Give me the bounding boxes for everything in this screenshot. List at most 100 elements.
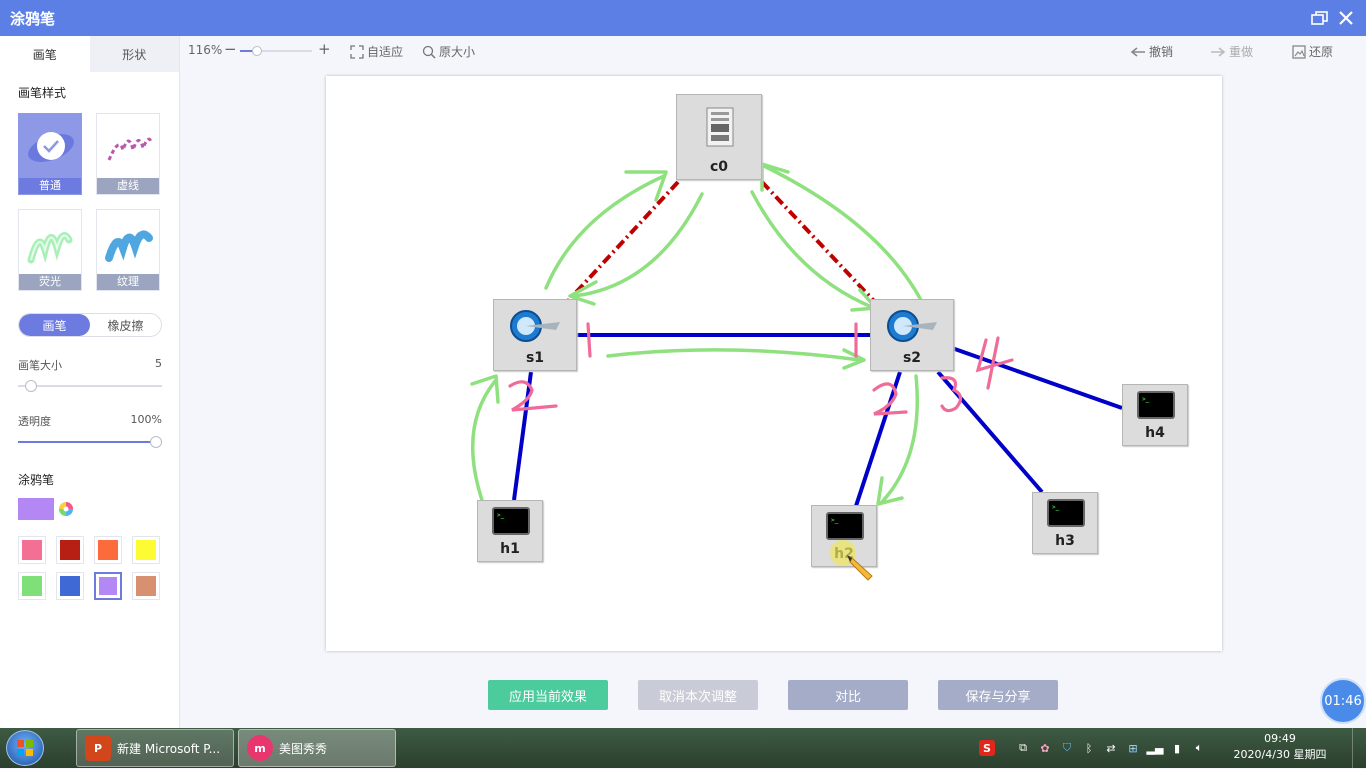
brush-size-knob[interactable] xyxy=(24,380,37,392)
brush-highlighter-label: 荧光 xyxy=(19,274,81,290)
brush-style-label: 画笔样式 xyxy=(18,86,67,100)
image-restore-icon xyxy=(1292,44,1306,59)
node-h1[interactable]: >_ h1 xyxy=(477,500,543,562)
palette-color-swatch[interactable] xyxy=(132,536,160,564)
hand-drawn-numbers xyxy=(508,322,1014,416)
host-terminal-icon: >_ xyxy=(1047,499,1085,527)
opacity-row: 透明度 100% xyxy=(18,413,162,429)
taskbar-app-powerpoint[interactable]: P 新建 Microsoft P... xyxy=(76,729,234,767)
brush-dashed-label: 虚线 xyxy=(97,178,159,194)
clock-date: 2020/4/30 星期四 xyxy=(1233,748,1327,761)
restore-label: 还原 xyxy=(1309,45,1334,59)
host-terminal-icon: >_ xyxy=(826,512,864,540)
palette-color-swatch[interactable] xyxy=(56,572,84,600)
zoom-out-icon[interactable]: − xyxy=(224,40,237,58)
link-s2-h2 xyxy=(854,371,902,507)
taskbar-app-label: 新建 Microsoft P... xyxy=(117,741,221,756)
zoom-fill xyxy=(240,50,255,52)
taskbar: P 新建 Microsoft P... m 美图秀秀 S ⧉ ✿ ⛉ ᛒ ⇄ ⊞… xyxy=(0,728,1366,768)
palette-color-swatch[interactable] xyxy=(132,572,160,600)
palette-color-fill xyxy=(98,540,118,560)
zoom-in-icon[interactable]: + xyxy=(318,40,331,58)
opacity-label: 透明度 xyxy=(18,415,51,428)
taskbar-clock[interactable]: 09:49 2020/4/30 星期四 xyxy=(1232,731,1328,763)
original-size-button[interactable]: 原大小 xyxy=(422,43,475,60)
title-bar: 涂鸦笔 xyxy=(0,0,1366,36)
fit-screen-icon xyxy=(350,44,364,59)
switch-icon xyxy=(887,310,937,342)
bluetooth-icon[interactable]: ᛒ xyxy=(1085,741,1093,755)
taskbar-app-meitu[interactable]: m 美图秀秀 xyxy=(238,729,396,767)
palette-color-fill xyxy=(22,576,42,596)
mode-brush-button[interactable]: 画笔 xyxy=(19,314,90,336)
palette-color-swatch[interactable] xyxy=(18,572,46,600)
node-s1[interactable]: s1 xyxy=(493,299,577,371)
highlighter-brush-icon xyxy=(27,232,73,264)
opacity-slider[interactable] xyxy=(18,436,162,448)
save-share-button[interactable]: 保存与分享 xyxy=(938,680,1058,710)
network-sync-icon[interactable]: ⇄ xyxy=(1106,741,1116,755)
zoom-knob[interactable] xyxy=(252,46,263,56)
show-desktop-button[interactable] xyxy=(1352,728,1366,768)
mode-eraser-button[interactable]: 橡皮擦 xyxy=(107,318,144,333)
brush-sidebar: 画笔 形状 画笔样式 普通 虚线 荧光 xyxy=(0,36,180,728)
svg-text:>_: >_ xyxy=(1052,504,1060,511)
opacity-knob[interactable] xyxy=(150,436,162,448)
tab-brush[interactable]: 画笔 xyxy=(0,36,90,72)
drawing-canvas[interactable]: c0 s1 s2 >_ h1 >_ h2 >_ h3 >_ h4 xyxy=(326,76,1222,651)
node-c0[interactable]: c0 xyxy=(676,94,762,180)
window-title: 涂鸦笔 xyxy=(10,9,56,28)
node-h4[interactable]: >_ h4 xyxy=(1122,384,1188,446)
link-s1-h1 xyxy=(512,371,533,501)
recording-timer[interactable]: 01:46 xyxy=(1320,678,1366,724)
palette-color-swatch[interactable] xyxy=(56,536,84,564)
switch-icon xyxy=(510,310,560,342)
undo-button[interactable]: 撤销 xyxy=(1130,43,1173,60)
apply-effect-button[interactable]: 应用当前效果 xyxy=(488,680,608,710)
link-s2-h4 xyxy=(951,346,1123,410)
palette-color-swatch[interactable] xyxy=(94,572,122,600)
control-link-c0-s2 xyxy=(760,180,876,303)
tab-shape[interactable]: 形状 xyxy=(89,36,179,72)
palette-color-fill xyxy=(99,577,117,595)
brush-highlighter[interactable]: 荧光 xyxy=(18,209,82,291)
signal-icon[interactable]: ▂▄ xyxy=(1146,741,1164,755)
redo-button[interactable]: 重做 xyxy=(1210,43,1253,60)
restore-button[interactable]: 还原 xyxy=(1292,43,1333,60)
brush-cursor-icon xyxy=(847,555,873,581)
palette-color-swatch[interactable] xyxy=(18,536,46,564)
cancel-adjust-button[interactable]: 取消本次调整 xyxy=(638,680,758,710)
brush-normal[interactable]: 普通 xyxy=(18,113,82,195)
security-shield-icon[interactable]: ⛉ xyxy=(1062,741,1072,754)
volume-icon[interactable]: 🔈︎ xyxy=(1195,741,1203,754)
power-icon[interactable]: ▮ xyxy=(1173,741,1181,755)
node-s2[interactable]: s2 xyxy=(870,299,954,371)
close-window-button[interactable] xyxy=(1336,8,1356,28)
arrow-s1-to-s2 xyxy=(606,348,862,362)
palette-color-swatch[interactable] xyxy=(94,536,122,564)
compare-button[interactable]: 对比 xyxy=(788,680,908,710)
start-button[interactable] xyxy=(6,730,44,766)
brush-texture[interactable]: 纹理 xyxy=(96,209,160,291)
number-2-s1 xyxy=(508,380,558,412)
clock-time: 09:49 xyxy=(1264,732,1296,745)
current-color-swatch[interactable] xyxy=(18,498,54,520)
original-size-label: 原大小 xyxy=(439,45,476,59)
node-s1-label: s1 xyxy=(525,350,545,366)
color-wheel-icon[interactable] xyxy=(58,501,74,517)
node-h3-label: h3 xyxy=(1055,533,1075,549)
brush-size-slider[interactable] xyxy=(18,380,162,392)
zoom-slider[interactable] xyxy=(240,46,312,56)
brush-dashed[interactable]: 虚线 xyxy=(96,113,160,195)
redo-label: 重做 xyxy=(1229,45,1254,59)
node-h2[interactable]: >_ h2 xyxy=(811,505,877,581)
fit-button[interactable]: 自适应 xyxy=(350,43,403,60)
ime-icon[interactable]: ⊞ xyxy=(1128,741,1138,755)
system-tray: S ⧉ ✿ ⛉ ᛒ ⇄ ⊞ ▂▄ ▮ 🔈︎ xyxy=(976,728,1210,768)
sogou-input-icon[interactable]: S xyxy=(979,740,995,756)
current-color xyxy=(18,498,179,520)
flower-icon[interactable]: ✿ xyxy=(1040,741,1050,755)
window-copy-icon[interactable]: ⧉ xyxy=(1019,741,1027,754)
node-h3[interactable]: >_ h3 xyxy=(1032,492,1098,554)
restore-window-button[interactable] xyxy=(1310,8,1330,28)
